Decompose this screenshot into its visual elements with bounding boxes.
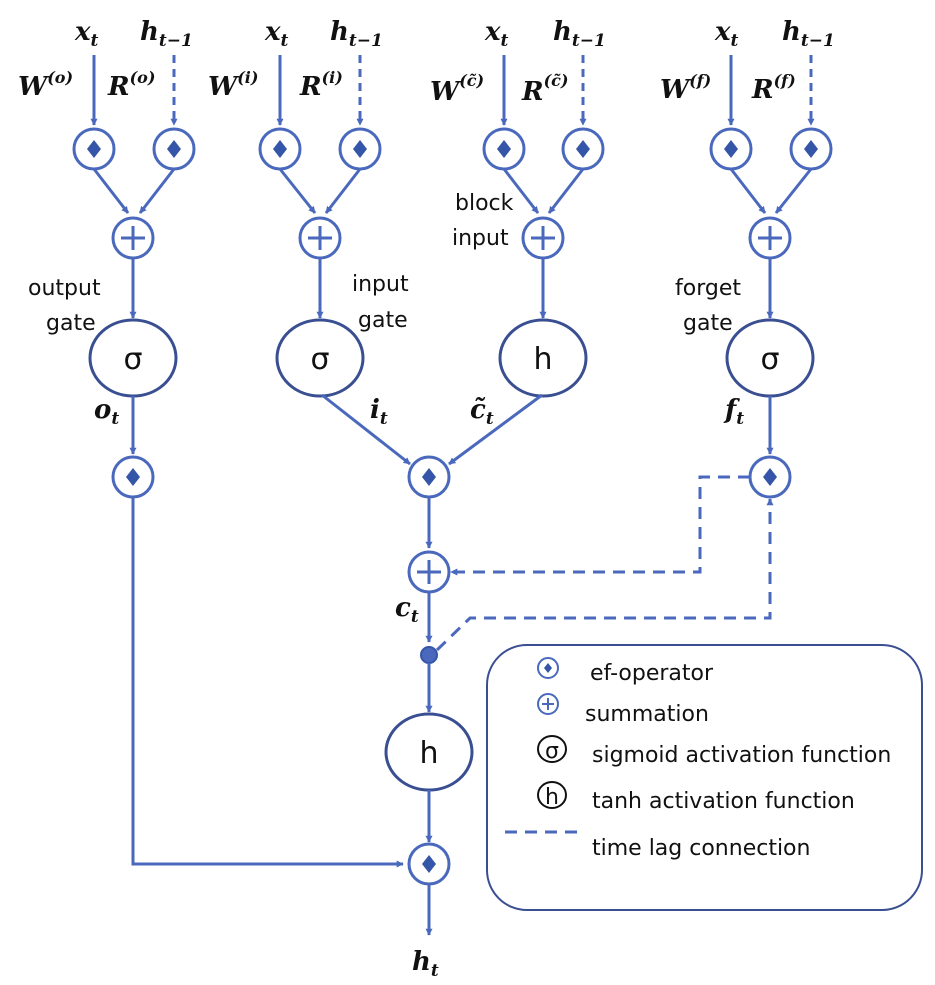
xt-label-input: xt <box>264 17 289 51</box>
ht-1-label-output: ht−1 <box>140 17 193 51</box>
input-gate-label: input <box>352 272 409 297</box>
xt-label-output: xt <box>74 17 99 51</box>
svg-text:σ: σ <box>760 342 779 377</box>
legend-sigmoid-icon: σ <box>537 735 567 764</box>
arrow <box>324 168 362 214</box>
block-input-column: xt ht−1 W(c̃) R(c̃) block input h c̃t <box>430 17 606 466</box>
ef-operator-node <box>748 455 792 499</box>
block-input-label-2: input <box>452 226 509 251</box>
tanh-node-block: h <box>498 318 588 398</box>
it-label: it <box>370 395 388 429</box>
legend-ef-operator-icon <box>537 657 559 679</box>
output-gate-label: output <box>28 276 101 301</box>
arrow <box>138 168 176 214</box>
time-lag-connections <box>435 475 774 652</box>
xt-label-forget: xt <box>714 17 739 51</box>
input-gate-column: xt ht−1 W(i) R(i) input gate σ it <box>208 17 411 466</box>
summation-node <box>298 216 342 260</box>
summation-node <box>407 550 451 594</box>
ht-output-label: ht <box>412 947 439 981</box>
w-f-label: W(f) <box>660 71 711 105</box>
legend-box <box>486 644 923 911</box>
svg-text:h: h <box>419 736 438 771</box>
ef-operator-node <box>72 127 116 171</box>
legend-sigmoid: sigmoid activation function <box>592 743 891 768</box>
sigmoid-node-output: σ <box>88 318 178 398</box>
ht-1-label-forget: ht−1 <box>782 17 835 51</box>
ef-operator-node <box>561 127 605 171</box>
w-o-label: W(o) <box>18 68 73 102</box>
ef-operator-node <box>152 127 196 171</box>
svg-text:σ: σ <box>545 739 559 764</box>
c-tilde-t-label: c̃t <box>470 395 494 429</box>
time-lag-cell-to-forget <box>435 498 774 652</box>
summation-node <box>111 216 155 260</box>
ht-1-label-block: ht−1 <box>553 17 606 51</box>
legend-ef-operator: ef-operator <box>590 661 714 686</box>
sigmoid-node-input: σ <box>275 318 365 398</box>
w-i-label: W(i) <box>208 68 258 102</box>
ef-operator-node <box>789 127 833 171</box>
ef-operator-node <box>258 127 302 171</box>
ef-operator-node <box>407 842 451 886</box>
time-lag-forget-to-sum <box>450 475 750 576</box>
r-o-label: R(o) <box>107 68 155 102</box>
r-c-label: R(c̃) <box>521 71 569 107</box>
legend-tanh: tanh activation function <box>592 789 855 814</box>
svg-text:σ: σ <box>123 342 142 377</box>
arrow-it <box>321 393 411 466</box>
summation-node <box>521 216 565 260</box>
svg-text:h: h <box>545 785 559 810</box>
svg-text:h: h <box>533 342 552 377</box>
junction-dot <box>420 646 438 664</box>
arrow <box>547 168 585 214</box>
legend-tanh-icon: h <box>537 781 567 810</box>
forget-gate-label-2: gate <box>683 311 733 336</box>
arrow <box>729 168 767 214</box>
ef-operator-node <box>482 127 526 171</box>
arrow <box>774 168 813 214</box>
tanh-node-output: h <box>384 712 474 792</box>
svg-text:σ: σ <box>310 342 329 377</box>
r-f-label: R(f) <box>751 71 796 105</box>
forget-gate-label: forget <box>675 276 741 301</box>
legend-summation: summation <box>585 702 709 727</box>
legend-summation-icon <box>537 693 559 715</box>
arrow-c-tilde <box>448 393 543 466</box>
legend-time-lag: time lag connection <box>592 836 810 861</box>
ht-1-label-input: ht−1 <box>330 17 383 51</box>
ef-operator-node <box>709 127 753 171</box>
cell-state-path: ct h ht <box>384 455 474 981</box>
ef-operator-node <box>407 455 451 499</box>
sigmoid-node-forget: σ <box>725 318 815 398</box>
ef-operator-node <box>338 127 382 171</box>
legend: ef-operator summation σ sigmoid activati… <box>486 644 923 911</box>
output-gate-column: xt ht−1 W(o) R(o) output gate σ ot <box>18 17 404 868</box>
xt-label-block: xt <box>484 17 509 51</box>
summation-node <box>748 216 792 260</box>
ot-label: ot <box>94 395 119 429</box>
forget-gate-column: xt ht−1 W(f) R(f) forget gate σ ft <box>660 17 835 499</box>
arrow <box>502 168 540 214</box>
arrow <box>92 168 130 214</box>
arrow-output-to-final <box>131 497 404 868</box>
block-input-label: block <box>455 191 514 216</box>
ct-label: ct <box>395 593 419 627</box>
r-i-label: R(i) <box>299 68 343 102</box>
input-gate-label-2: gate <box>358 308 408 333</box>
arrow <box>278 168 317 214</box>
output-gate-label-2: gate <box>46 311 96 336</box>
ef-operator-node <box>111 455 155 499</box>
ft-label: ft <box>723 395 744 429</box>
w-c-label: W(c̃) <box>430 71 484 107</box>
